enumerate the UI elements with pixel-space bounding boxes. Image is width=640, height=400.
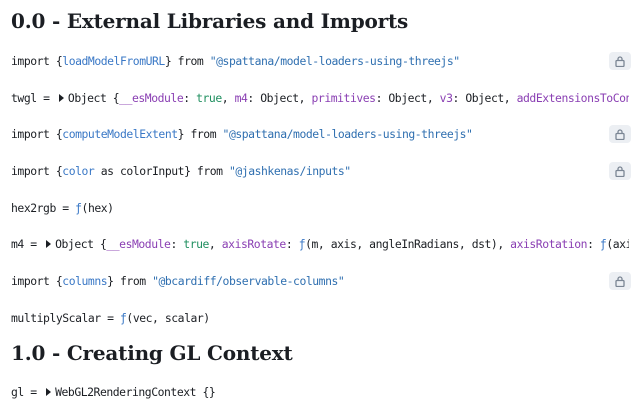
property-key: addExtensionsToCon	[516, 91, 629, 105]
brace: }	[107, 274, 114, 288]
variable-name: multiplyScalar	[11, 311, 101, 325]
function-glyph: ƒ	[119, 311, 127, 325]
imported-name: color	[62, 164, 95, 178]
keyword: from	[120, 274, 146, 288]
comma: ,	[208, 237, 216, 251]
notebook-cell-import-computeextent[interactable]: import {computeModelExtent} from "@spatt…	[11, 124, 640, 144]
colon: :	[170, 237, 177, 251]
object-type: Object {	[55, 237, 107, 251]
notebook-cell-gl[interactable]: gl = WebGL2RenderingContext {}	[11, 382, 640, 400]
module-source: "@bcardiff/observable-columns"	[152, 274, 345, 288]
lock-icon[interactable]	[609, 125, 631, 143]
equals: =	[30, 385, 37, 399]
brace: {	[55, 127, 63, 141]
property-key: __esModule	[119, 91, 184, 105]
keyword: import	[11, 274, 50, 288]
function-args: (m, axis, angleInRadians, dst),	[305, 237, 504, 251]
module-source: "@spattana/model-loaders-using-threejs"	[222, 127, 473, 141]
object-type: WebGL2RenderingContext {}	[55, 385, 216, 399]
equals: =	[62, 201, 69, 215]
property-key: primitives	[311, 91, 377, 105]
equals: =	[107, 311, 114, 325]
equals: =	[30, 237, 37, 251]
lock-icon[interactable]	[609, 162, 631, 180]
notebook-cell-import-loadmodel[interactable]: import {loadModelFromURL} from "@spattan…	[11, 51, 640, 71]
notebook-cell-m4[interactable]: m4 = Object {__esModule: true, axisRotat…	[11, 234, 640, 254]
colon: :	[183, 91, 190, 105]
property-value: : Object,	[375, 91, 434, 105]
function-args: (vec, scalar)	[126, 311, 210, 325]
function-glyph: ƒ	[298, 237, 306, 251]
property-key: axisRotation	[510, 237, 588, 251]
keyword: import	[11, 127, 50, 141]
brace: {	[55, 164, 63, 178]
variable-name: twgl	[11, 91, 37, 105]
property-key: m4	[234, 91, 248, 105]
expand-caret-icon[interactable]	[58, 94, 64, 102]
notebook-cell-hex2rgb[interactable]: hex2rgb = ƒ(hex)	[11, 198, 640, 218]
section-heading-gl-context: 1.0 - Creating GL Context	[11, 341, 293, 365]
property-key: v3	[439, 91, 453, 105]
keyword: from	[190, 127, 217, 141]
module-source: "@jashkenas/inputs"	[228, 164, 351, 178]
imported-name: columns	[62, 274, 108, 288]
keyword: import	[11, 54, 50, 68]
brace: {	[55, 54, 63, 68]
variable-name: m4	[11, 237, 24, 251]
brace: }	[177, 127, 185, 141]
variable-name: hex2rgb	[11, 201, 56, 215]
function-glyph: ƒ	[599, 237, 607, 251]
notebook-cell-multiplyscalar[interactable]: multiplyScalar = ƒ(vec, scalar)	[11, 308, 640, 328]
expand-caret-icon[interactable]	[46, 388, 52, 396]
property-value: : Object,	[452, 91, 511, 105]
section-heading-libraries: 0.0 - External Libraries and Imports	[11, 9, 409, 33]
colon: :	[587, 237, 594, 251]
property-value: true	[183, 237, 209, 251]
notebook-cell-twgl[interactable]: twgl = Object {__esModule: true, m4: Obj…	[11, 88, 640, 108]
imported-name: loadModelFromURL	[62, 54, 165, 68]
keyword: from	[196, 164, 223, 178]
keyword: from	[177, 54, 204, 68]
imported-name: computeModelExtent	[62, 127, 178, 141]
function-args: (hex)	[81, 201, 114, 215]
colon: :	[285, 237, 293, 251]
alias: as colorInput}	[100, 164, 191, 178]
function-glyph: ƒ	[75, 201, 82, 215]
equals: =	[43, 91, 50, 105]
object-type: Object {	[67, 91, 120, 105]
property-key: axisRotate	[221, 237, 287, 251]
expand-caret-icon[interactable]	[46, 240, 52, 248]
property-value: : Object,	[247, 91, 306, 105]
lock-icon[interactable]	[609, 52, 631, 70]
comma: ,	[221, 91, 229, 105]
variable-name: gl	[11, 385, 24, 399]
function-args: (axi	[606, 237, 629, 251]
keyword: import	[11, 164, 50, 178]
notebook-cell-import-color[interactable]: import {color as colorInput} from "@jash…	[11, 161, 640, 181]
module-source: "@spattana/model-loaders-using-threejs"	[209, 54, 460, 68]
brace: {	[55, 274, 63, 288]
notebook-cell-import-columns[interactable]: import {columns} from "@bcardiff/observa…	[11, 271, 640, 291]
lock-icon[interactable]	[609, 272, 631, 290]
property-value: true	[196, 91, 222, 105]
brace: }	[164, 54, 172, 68]
property-key: __esModule	[106, 237, 171, 251]
